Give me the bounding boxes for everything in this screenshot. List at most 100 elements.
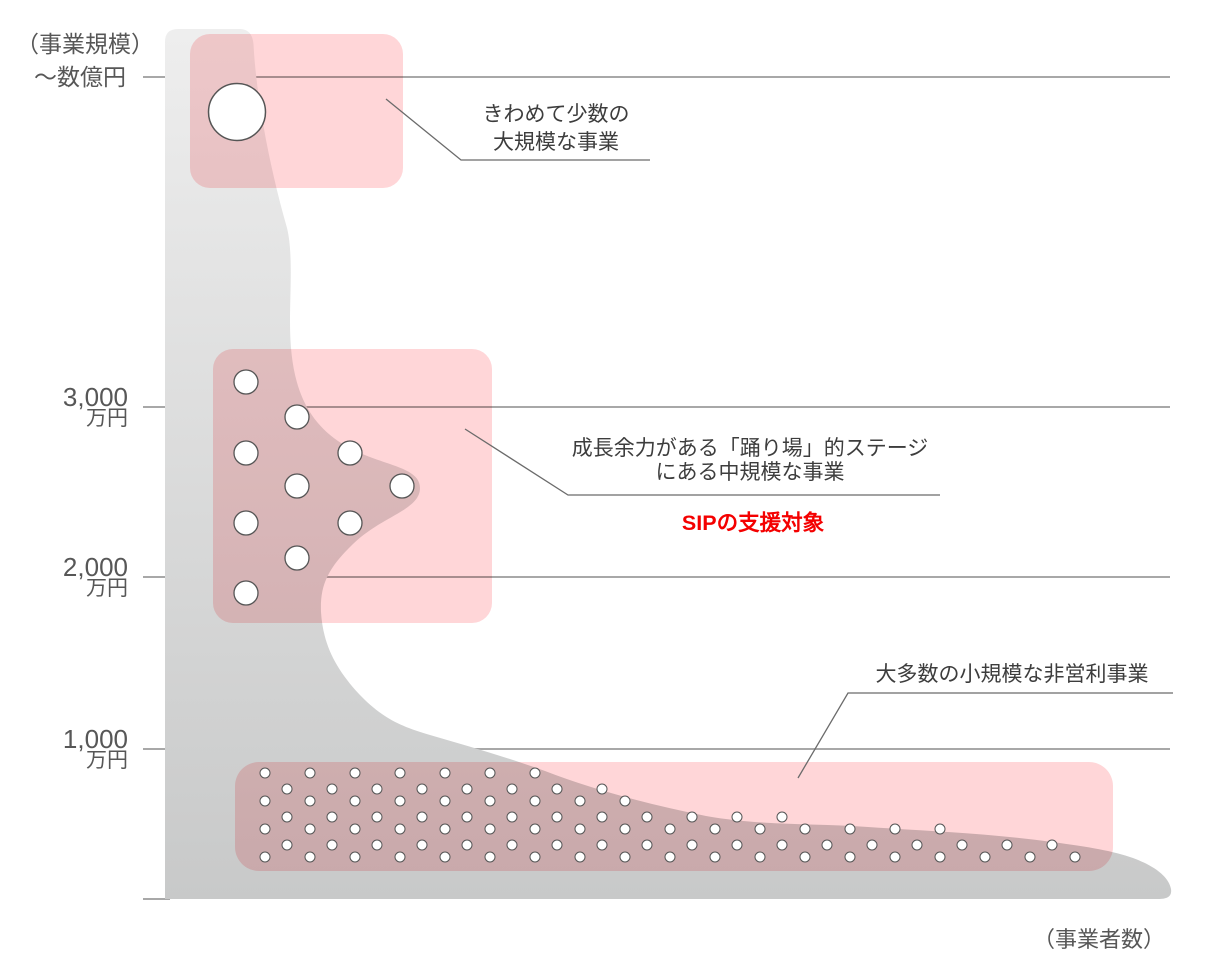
small-business-dot <box>394 795 406 807</box>
y-axis-title: （事業規模） <box>16 31 154 57</box>
small-business-dot <box>821 839 833 851</box>
small-business-dot <box>664 851 676 863</box>
medium-business-dot <box>233 440 259 466</box>
small-business-dot <box>889 823 901 835</box>
small-business-dot <box>439 851 451 863</box>
annotation-line: にある中規模な事業 <box>655 461 845 484</box>
small-business-dot <box>259 851 271 863</box>
annotation-line: きわめて少数の <box>482 103 630 126</box>
highlight-regions <box>190 34 1113 871</box>
small-business-dot <box>551 783 563 795</box>
small-business-dot <box>349 795 361 807</box>
small-business-dot <box>416 783 428 795</box>
small-business-dot <box>461 839 473 851</box>
small-business-dot <box>349 823 361 835</box>
medium-business-dot <box>233 510 259 536</box>
leader-large-business <box>385 98 650 161</box>
small-business-dot <box>574 823 586 835</box>
small-business-dot <box>394 767 406 779</box>
small-business-dot <box>551 811 563 823</box>
sip-support-target-label: SIPの支援対象 <box>681 511 825 535</box>
small-business-dot <box>281 783 293 795</box>
small-business-dot <box>304 795 316 807</box>
small-business-dot <box>529 767 541 779</box>
small-business-dot <box>259 823 271 835</box>
small-business-dot <box>529 823 541 835</box>
small-business-dot <box>506 839 518 851</box>
small-business-dot <box>371 839 383 851</box>
medium-business-dot <box>233 580 259 606</box>
small-business-dot <box>461 783 473 795</box>
large-business-dot <box>207 82 267 142</box>
small-business-dot <box>304 767 316 779</box>
small-business-dot <box>1046 839 1058 851</box>
annotation-large-business: きわめて少数の 大規模な事業 <box>426 101 686 157</box>
small-business-dot <box>439 795 451 807</box>
small-business-dot <box>754 851 766 863</box>
small-business-dot <box>304 823 316 835</box>
small-business-dot <box>641 811 653 823</box>
small-business-dot <box>731 811 743 823</box>
small-business-dot <box>596 839 608 851</box>
small-business-dot <box>731 839 743 851</box>
small-business-dot <box>394 823 406 835</box>
small-business-dot <box>506 811 518 823</box>
small-business-dot <box>439 767 451 779</box>
small-business-dot <box>619 851 631 863</box>
small-business-dot <box>596 811 608 823</box>
annotation-medium-business: 成長余力がある「踊り場」的ステージ にある中規模な事業 <box>540 437 960 485</box>
annotation-line: 成長余力がある「踊り場」的ステージ <box>571 437 929 460</box>
small-business-dot <box>709 823 721 835</box>
annotation-line: 大規模な事業 <box>493 131 619 154</box>
small-business-dot <box>574 795 586 807</box>
small-business-dot <box>484 851 496 863</box>
small-business-dot <box>979 851 991 863</box>
medium-business-dot-group <box>233 369 415 606</box>
small-business-dot <box>371 783 383 795</box>
small-business-dot <box>281 839 293 851</box>
large-business-dot-group <box>207 82 267 142</box>
small-business-dot <box>461 811 473 823</box>
medium-business-dot <box>337 440 363 466</box>
medium-business-dot <box>389 473 415 499</box>
tick-unit: 万円 <box>86 577 128 600</box>
leader-medium-business <box>464 428 940 496</box>
leader-small-business <box>797 692 1173 779</box>
small-business-dot <box>844 851 856 863</box>
small-business-dot <box>439 823 451 835</box>
small-business-dot <box>484 795 496 807</box>
tick-label-3000: 3,000 万円 <box>18 382 128 429</box>
medium-business-dot <box>284 473 310 499</box>
small-business-dot <box>956 839 968 851</box>
small-business-dot <box>934 851 946 863</box>
small-business-dot <box>866 839 878 851</box>
medium-business-dot <box>284 404 310 430</box>
small-business-dot <box>326 783 338 795</box>
small-business-dot <box>799 851 811 863</box>
small-business-dot <box>371 811 383 823</box>
tick-value: 2,000 <box>62 552 128 582</box>
small-business-dot <box>686 811 698 823</box>
small-business-dot <box>281 811 293 823</box>
small-business-dot <box>844 823 856 835</box>
small-business-dot <box>686 839 698 851</box>
medium-business-dot <box>284 545 310 571</box>
small-business-dot <box>484 767 496 779</box>
small-business-dot <box>551 839 563 851</box>
small-business-dot <box>889 851 901 863</box>
small-business-dot <box>619 823 631 835</box>
tick-label-1000: 1,000 万円 <box>18 726 128 772</box>
small-business-dot <box>1001 839 1013 851</box>
tick-unit: 万円 <box>86 749 128 772</box>
small-business-dot <box>326 811 338 823</box>
small-business-dot <box>799 823 811 835</box>
medium-business-dot <box>337 510 363 536</box>
small-business-dot <box>259 767 271 779</box>
small-business-dot <box>911 839 923 851</box>
small-business-dot <box>574 851 586 863</box>
small-business-dot <box>529 851 541 863</box>
medium-business-dot <box>233 369 259 395</box>
tick-value: 3,000 <box>62 382 128 412</box>
